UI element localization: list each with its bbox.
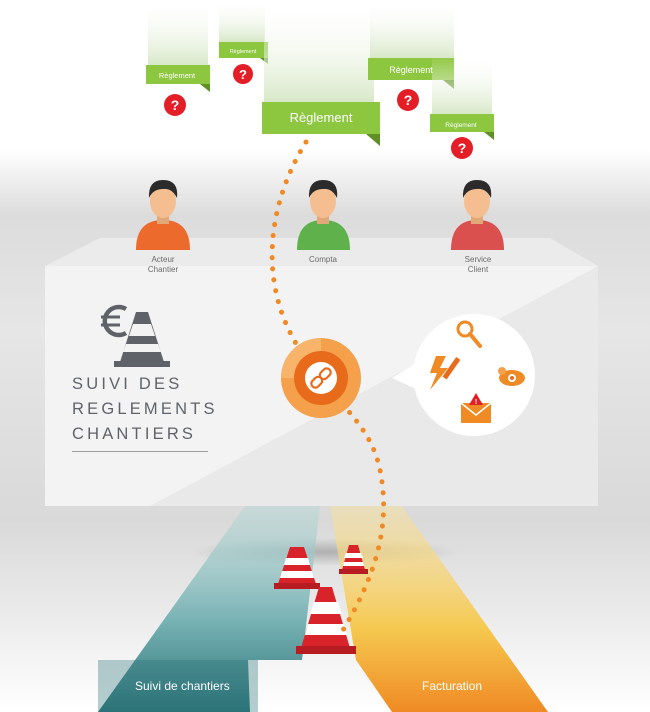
search-icon bbox=[456, 320, 482, 348]
flag-top bbox=[219, 0, 268, 64]
role-label-center: Compta bbox=[308, 255, 337, 264]
flag-big-text: Règlement bbox=[290, 110, 353, 125]
title-line-2: REGLEMENTS bbox=[72, 400, 218, 418]
band-label-facturation: Facturation bbox=[422, 679, 483, 693]
question-icon-1: ? bbox=[164, 94, 186, 116]
svg-text:?: ? bbox=[458, 140, 467, 156]
svg-text:?: ? bbox=[171, 97, 180, 113]
question-icon-4: ? bbox=[451, 137, 473, 159]
flag-left-text: Règlement bbox=[159, 71, 196, 80]
person-left-avatar bbox=[136, 180, 190, 250]
traffic-cone-icon bbox=[114, 312, 170, 367]
title-rule bbox=[72, 451, 208, 452]
title-line-1: SUIVI DES bbox=[72, 375, 183, 393]
flag-upper-right-text: Règlement bbox=[389, 65, 433, 75]
tools-bubble bbox=[392, 314, 535, 436]
euro-icon bbox=[101, 304, 128, 338]
eye-icon bbox=[498, 367, 525, 386]
svg-text:?: ? bbox=[404, 92, 413, 108]
flag-right bbox=[430, 55, 494, 140]
svg-text:?: ? bbox=[239, 67, 247, 82]
flag-big bbox=[262, 0, 380, 146]
person-center-avatar bbox=[297, 180, 350, 250]
title-line-3: CHANTIERS bbox=[72, 425, 197, 443]
alert-mail-icon: ! bbox=[460, 393, 492, 423]
traffic-cone-front bbox=[296, 587, 356, 654]
lightning-pencil-icon bbox=[430, 356, 461, 390]
question-icon-3: ? bbox=[397, 89, 419, 111]
person-right-avatar bbox=[451, 180, 504, 250]
traffic-cone-left bbox=[274, 547, 320, 589]
traffic-cone-right bbox=[339, 545, 368, 574]
band-label-suivi: Suivi de chantiers bbox=[135, 679, 230, 693]
flag-left bbox=[146, 0, 210, 92]
svg-text:!: ! bbox=[475, 399, 477, 406]
question-icon-2: ? bbox=[233, 64, 253, 84]
flag-top-text: Règlement bbox=[230, 49, 257, 55]
band-yellow bbox=[330, 506, 548, 712]
flag-right-text: Règlement bbox=[445, 122, 477, 129]
band-teal bbox=[98, 506, 320, 712]
link-icon bbox=[310, 367, 332, 389]
